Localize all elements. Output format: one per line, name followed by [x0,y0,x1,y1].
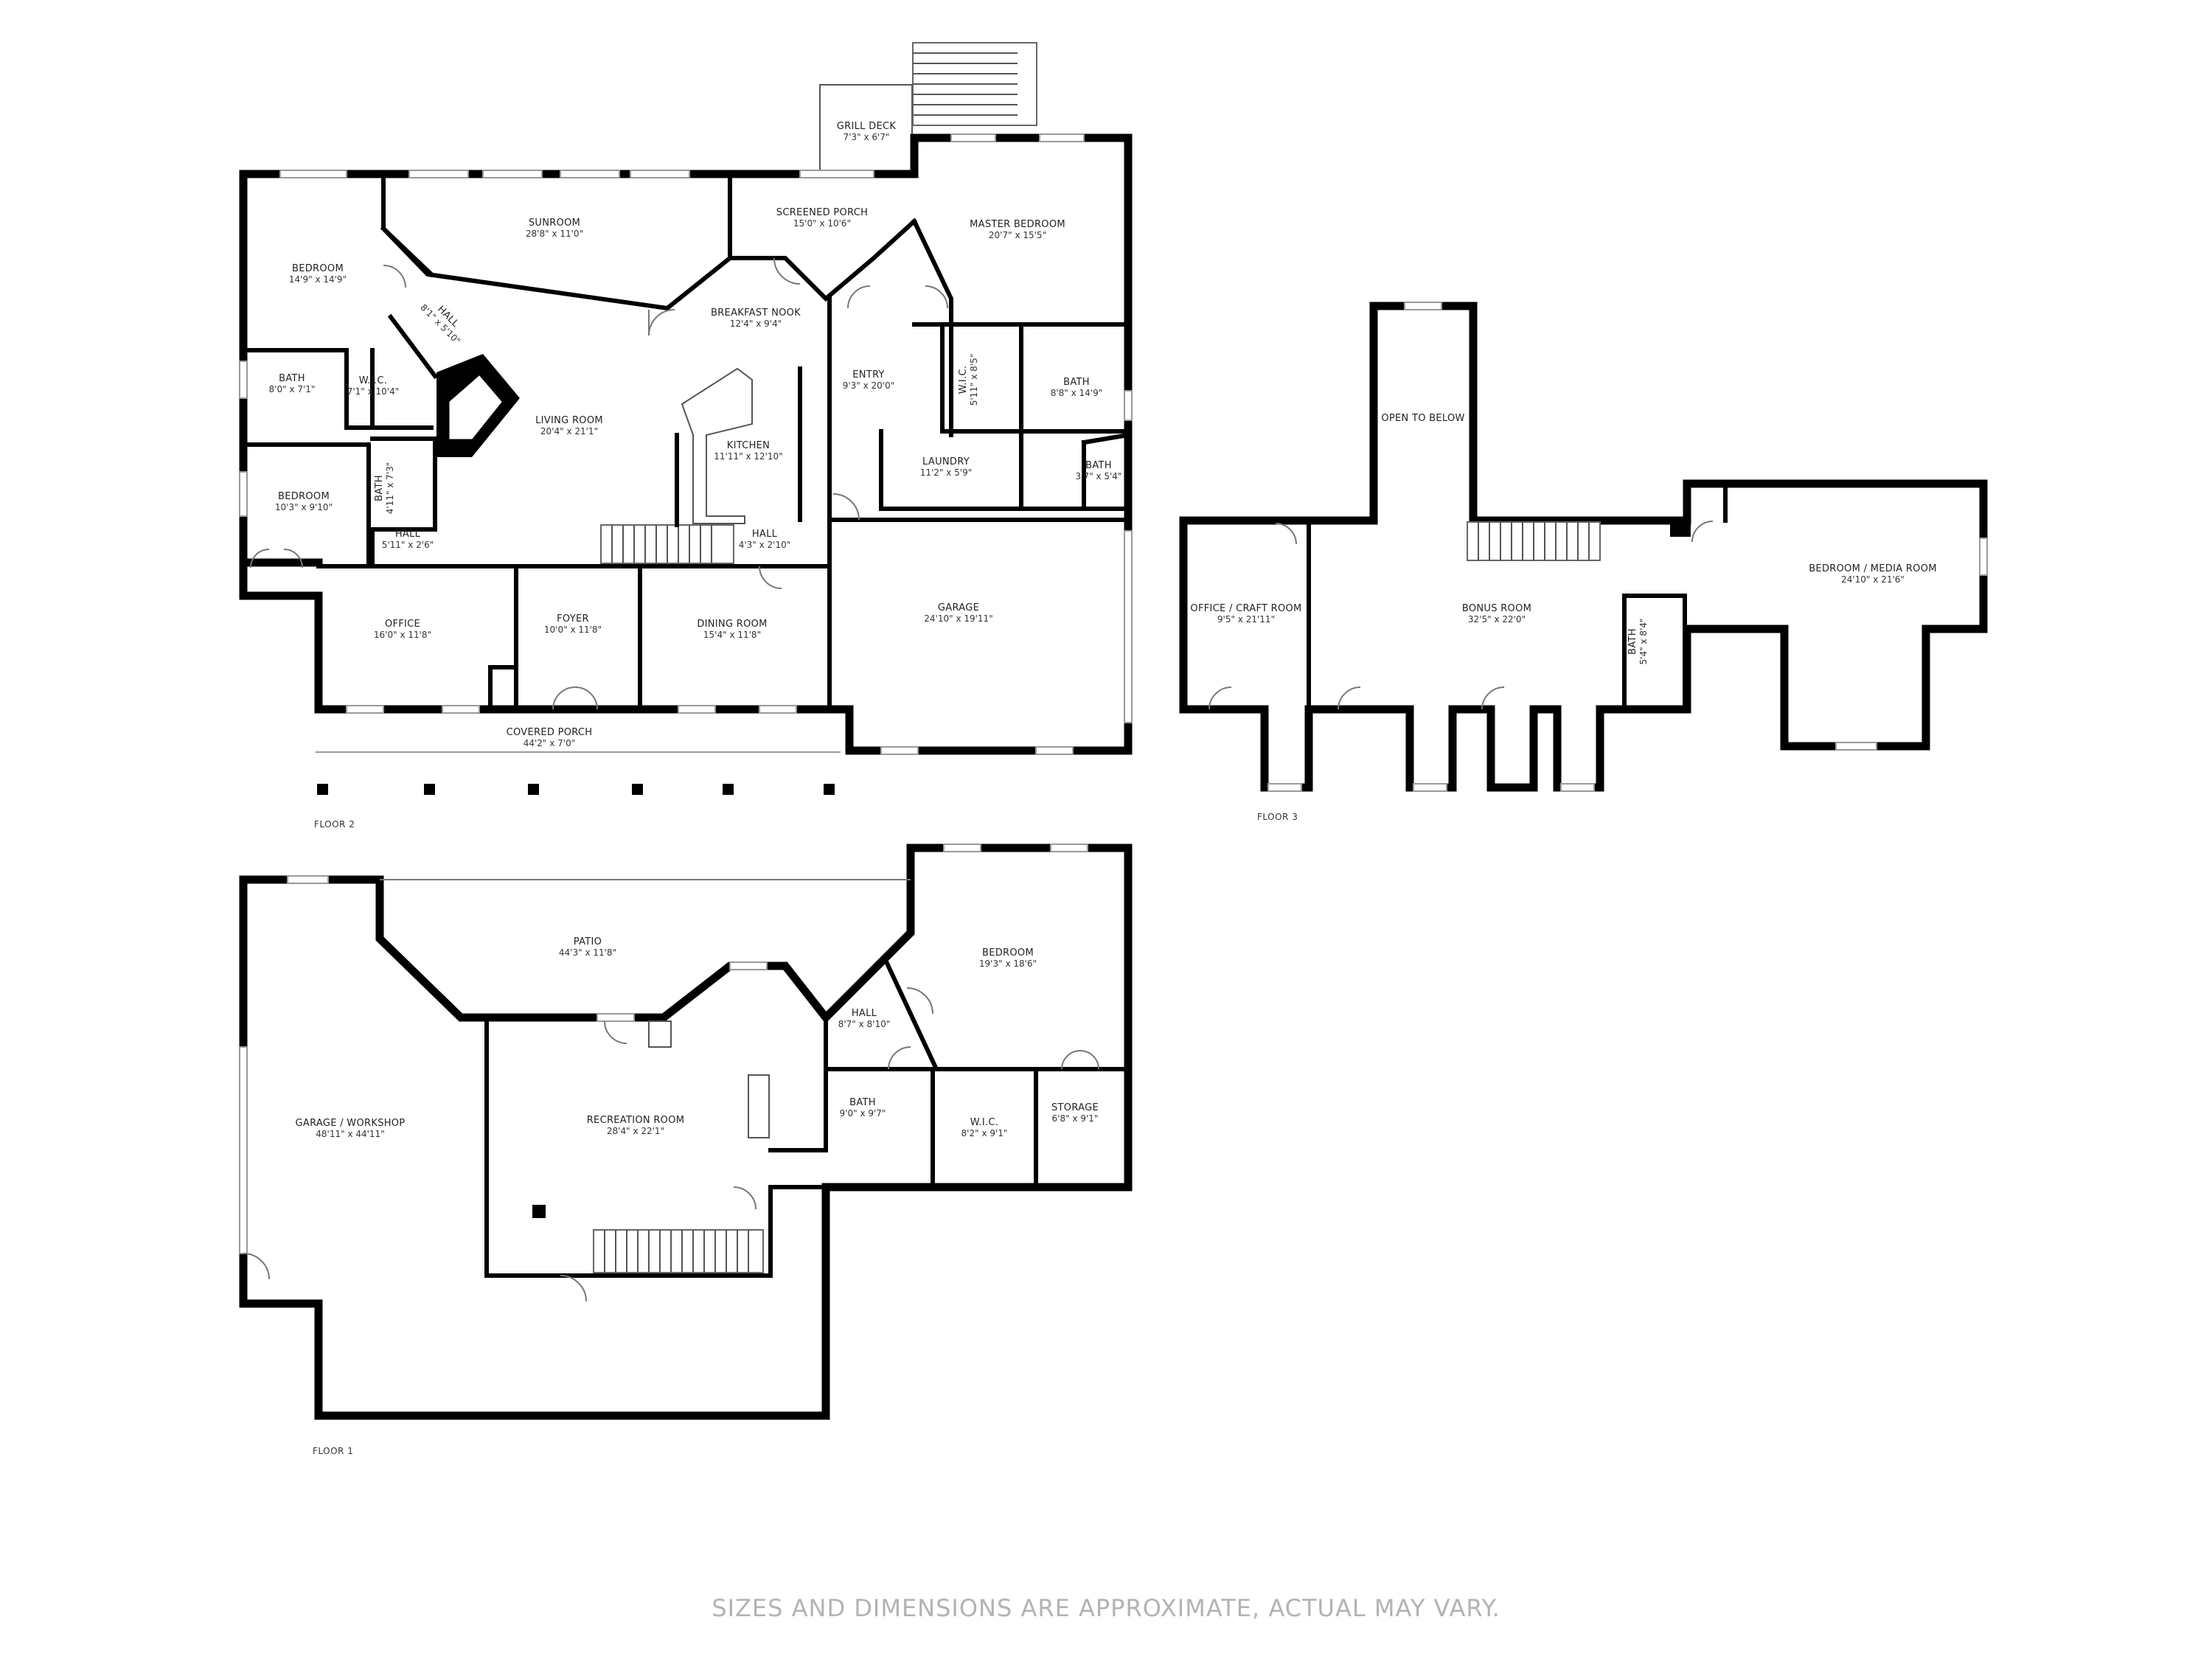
room-name: STORAGE [1051,1102,1099,1113]
room-dim: 11'11" x 12'10" [714,451,782,462]
room-dim: 48'11" x 44'11" [316,1129,384,1139]
room-name: HALL [852,1008,877,1019]
room-name: SUNROOM [529,218,580,229]
room-dim: 15'4" x 11'8" [703,630,761,640]
room-name: LIVING ROOM [535,415,603,426]
room-dim: 5'11" x 2'6" [382,540,434,550]
room-name: BEDROOM [278,491,330,502]
room-dim: 10'0" x 11'8" [544,625,602,635]
room-name: BATH [1085,460,1112,471]
room-name: GARAGE [938,602,979,613]
room-dim: 24'10" x 21'6" [1841,574,1905,585]
room-dim: 15'0" x 10'6" [793,218,851,229]
room-name: FOYER [557,613,589,625]
lower-stairs [593,1229,764,1273]
porch-posts [317,784,835,795]
room-name: BATH [374,475,385,501]
floor-label: FLOOR 2 [314,819,355,830]
room-dim: 12'4" x 9'4" [730,319,782,329]
room-name: GARAGE / WORKSHOP [296,1118,406,1129]
room-name: COVERED PORCH [507,727,593,738]
room-dim: 6'8" x 9'1" [1052,1113,1099,1124]
room-name: SCREENED PORCH [776,207,868,218]
room-dim: 3'7" x 5'4" [1076,471,1122,481]
room-name: BATH [849,1097,876,1108]
room-name: LAUNDRY [922,456,970,467]
floor-3-walls [1179,302,1988,792]
room-name: BEDROOM [292,263,344,274]
room-name: BEDROOM / MEDIA ROOM [1809,563,1937,574]
room-dim: 5'11" x 8'5" [969,354,979,406]
room-dim: 28'4" x 22'1" [607,1126,664,1136]
room-dim: 7'1" x 10'4" [347,386,400,397]
room-dim: 4'11" x 7'3" [385,462,395,515]
room-name: W.I.C. [970,1117,998,1128]
room-dim: 10'3" x 9'10" [275,502,333,512]
room-dim: 8'8" x 14'9" [1051,388,1103,398]
room-dim: 44'2" x 7'0" [524,738,576,748]
room-dim: 8'0" x 7'1" [269,384,316,394]
room-name: DINING ROOM [697,619,767,630]
room-name: W.I.C. [359,375,387,386]
room-name: OFFICE / CRAFT ROOM [1190,603,1301,614]
room-labels: GRILL DECK 7'3" x 6'7" SCREENED PORCH 15… [269,121,1937,1622]
floor-2-walls [239,42,1133,795]
room-name: MASTER BEDROOM [970,219,1065,230]
room-name: PATIO [574,936,602,947]
room-dim: 14'9" x 14'9" [289,274,347,285]
room-dim: 8'7" x 8'10" [838,1019,891,1029]
room-dim: 20'7" x 15'5" [989,230,1046,240]
room-dim: 9'3" x 20'0" [843,380,895,391]
room-dim: 20'4" x 21'1" [540,426,598,437]
room-dim: 7'3" x 6'7" [844,132,890,142]
room-name: HALL [752,529,778,540]
floor-label: FLOOR 1 [313,1446,353,1456]
room-name: BREAKFAST NOOK [711,307,801,319]
room-name: BATH [1063,377,1090,388]
room-dim: 5'4" x 8'4" [1638,619,1649,665]
room-dim: 32'5" x 22'0" [1468,614,1526,625]
room-name: OFFICE [385,619,420,630]
room-name: HALL [395,529,421,540]
room-name: BATH [1627,628,1638,655]
room-name: BEDROOM [982,947,1034,959]
floor-1-walls [239,844,1133,1420]
room-name: GRILL DECK [837,121,897,132]
room-dim: 16'0" x 11'8" [374,630,431,640]
room-dim: 28'8" x 11'0" [526,229,583,239]
floor-label: FLOOR 3 [1257,812,1298,822]
room-dim: 9'0" x 9'7" [840,1108,886,1119]
room-dim: 24'10" x 19'11" [924,613,992,624]
room-name: BONUS ROOM [1462,603,1531,614]
room-name: RECREATION ROOM [587,1115,685,1126]
room-dim: 4'3" x 2'10" [739,540,791,550]
room-name: ENTRY [852,369,885,380]
room-dim: 9'5" x 21'11" [1217,614,1275,625]
room-name: BATH [279,373,305,384]
disclaimer: SIZES AND DIMENSIONS ARE APPROXIMATE, AC… [712,1594,1500,1622]
room-dim: 19'3" x 18'6" [979,959,1037,969]
room-name: KITCHEN [727,440,770,451]
room-dim: 11'2" x 5'9" [920,467,973,478]
room-dim: 8'2" x 9'1" [961,1128,1008,1138]
room-dim: 44'3" x 11'8" [559,947,616,958]
room-name: W.I.C. [958,366,969,394]
room-name: OPEN TO BELOW [1381,413,1464,424]
